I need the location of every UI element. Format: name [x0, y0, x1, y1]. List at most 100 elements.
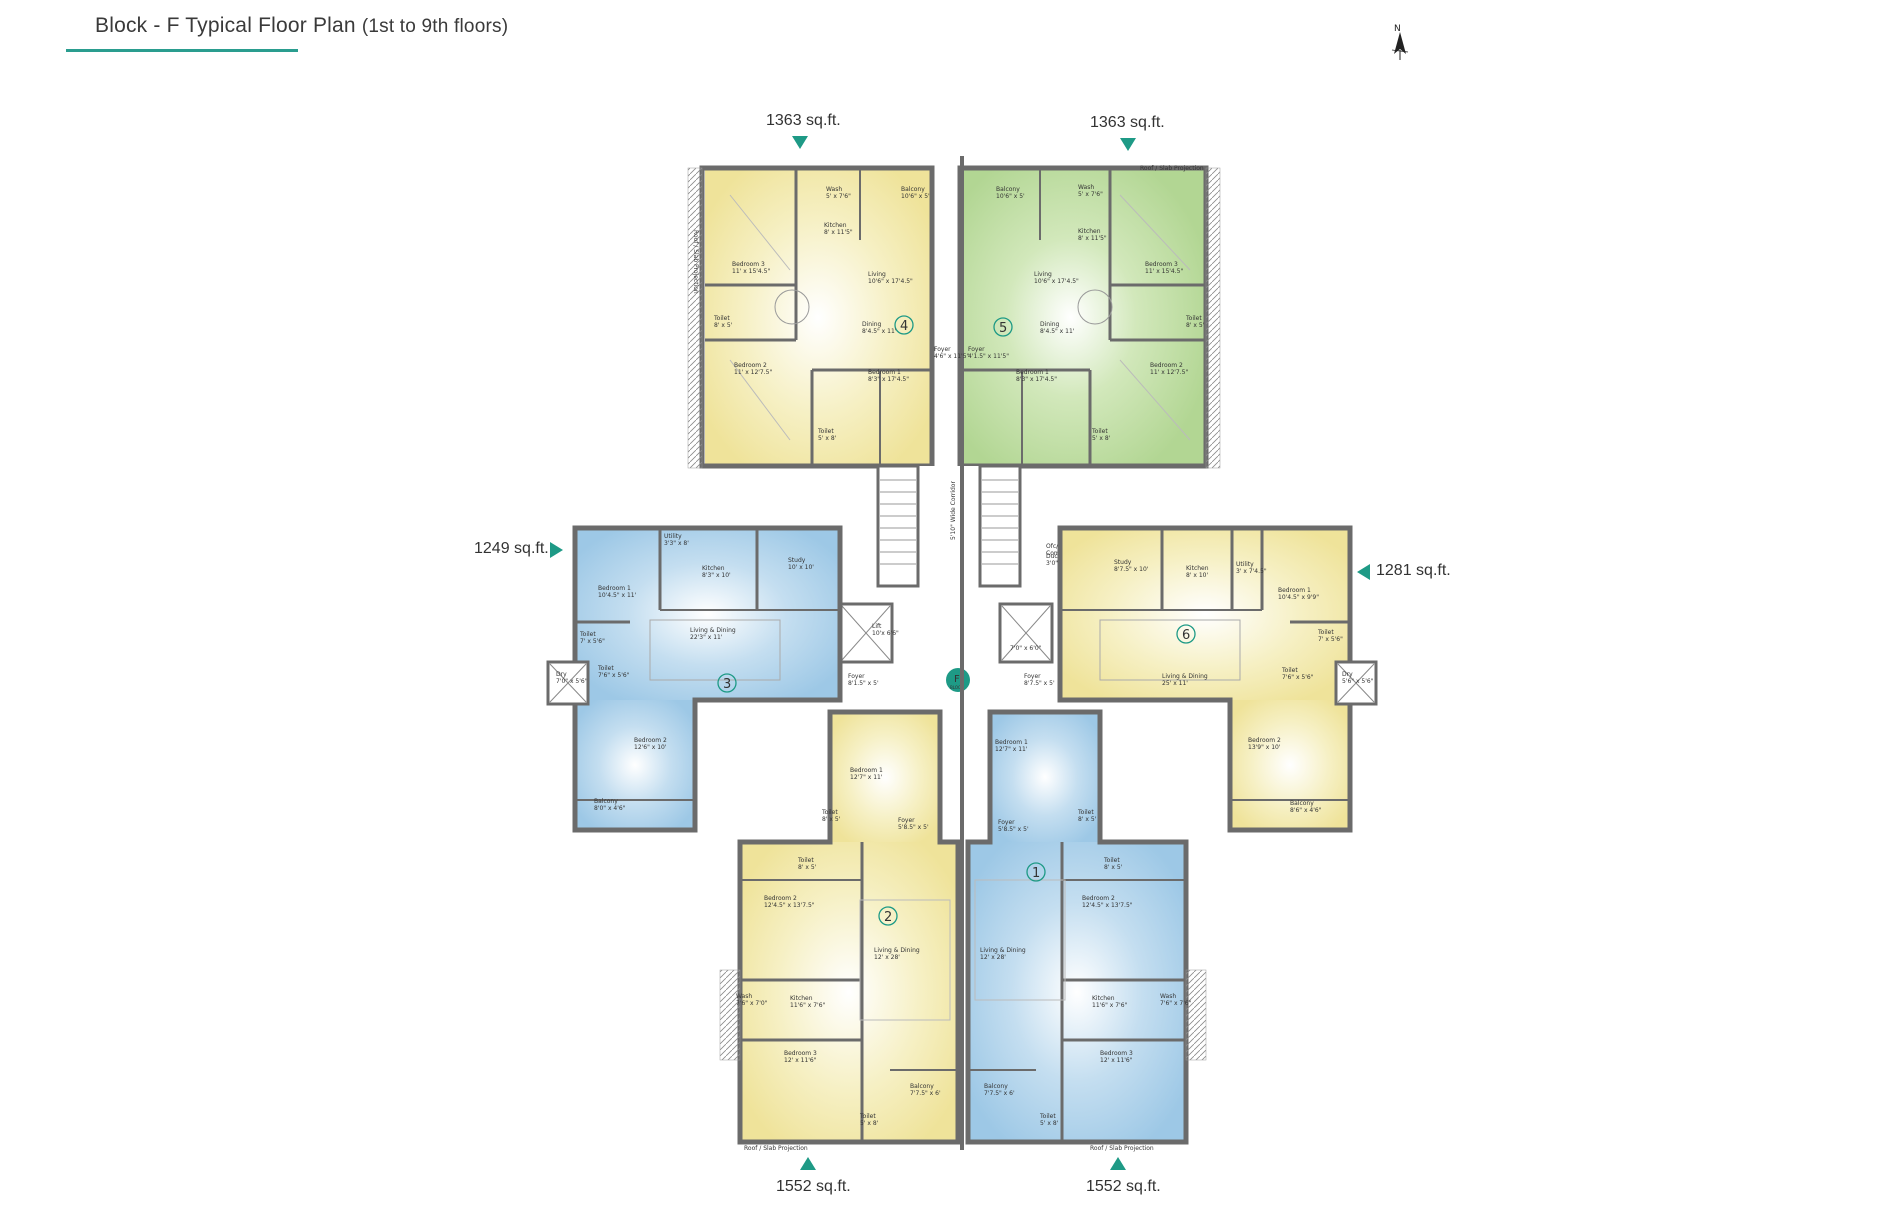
unit-2-number: 2	[884, 910, 892, 925]
unit-4: 4	[687, 165, 935, 469]
unit-4-number: 4	[900, 319, 908, 334]
unit-6: 6	[1057, 525, 1378, 833]
plan-title: Block - F Typical Floor Plan	[95, 14, 356, 37]
unit-6-number: 6	[1182, 628, 1190, 643]
unit-5: 5	[957, 165, 1221, 469]
unit-2-marker-icon	[800, 1157, 816, 1170]
corridor-label: 5'10" Wide Corridor	[950, 481, 957, 540]
unit-2-area: 1552 sq.ft.	[776, 1178, 851, 1195]
unit-3: 3	[546, 525, 843, 833]
projection-label-bottom-right: Roof / Slab Projection	[1090, 1145, 1154, 1152]
unit-5-area: 1363 sq.ft.	[1090, 114, 1165, 131]
unit-4-marker-icon	[792, 136, 808, 149]
north-compass: N	[1386, 20, 1422, 67]
unit-2: 2	[719, 709, 961, 1145]
page-title: Block - F Typical Floor Plan (1st to 9th…	[95, 14, 508, 38]
unit-1-number: 1	[1032, 866, 1040, 881]
block-badge-word: BLOCK	[950, 685, 964, 690]
lift-right-label: 7'0" x 6'0"	[1010, 645, 1042, 652]
projection-label-bottom-left: Roof / Slab Projection	[744, 1145, 808, 1152]
unit-1-marker-icon	[1110, 1157, 1126, 1170]
compass-label: N	[1394, 24, 1401, 34]
unit-3-marker-icon	[550, 542, 563, 558]
unit-4-area: 1363 sq.ft.	[766, 112, 841, 129]
unit-5-number: 5	[999, 321, 1007, 336]
title-underline	[66, 49, 298, 52]
projection-label-left: Roof / Slab Projection	[692, 230, 699, 294]
compass-icon: N	[1391, 24, 1409, 60]
plan-subtitle: (1st to 9th floors)	[361, 16, 509, 37]
projection-label-top: Roof / Slab Projection	[1140, 165, 1204, 172]
block-badge-letter: F	[954, 674, 960, 685]
unit-3-area: 1249 sq.ft.	[474, 540, 549, 557]
unit-1-area: 1552 sq.ft.	[1086, 1178, 1161, 1195]
unit-6-area: 1281 sq.ft.	[1376, 562, 1451, 579]
